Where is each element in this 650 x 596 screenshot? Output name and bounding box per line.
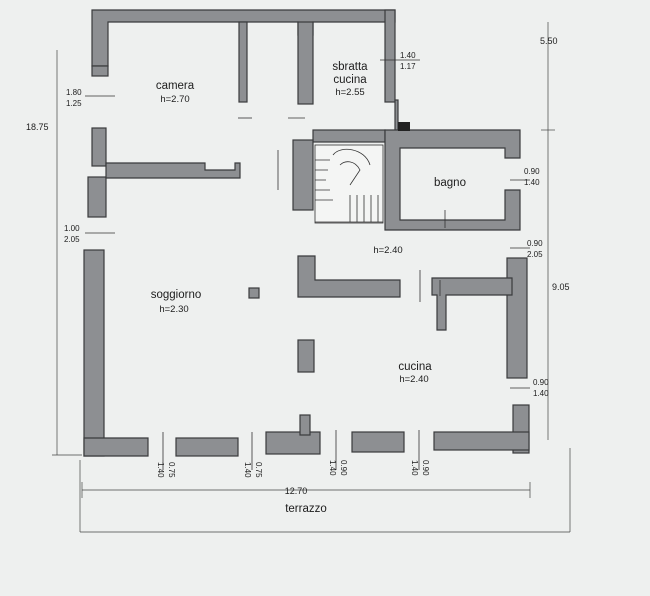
dim-win-camera-b: 1.25 — [66, 99, 82, 108]
dim-win-sogg-a: 1.00 — [64, 224, 80, 233]
room-camera-height: h=2.70 — [160, 94, 189, 105]
wall-bagno — [384, 129, 521, 231]
room-soggiorno-height: h=2.30 — [159, 304, 188, 315]
room-sbratta-name-2: cucina — [333, 74, 367, 86]
wall-mid-lower — [292, 139, 314, 211]
dim-right-lower: 9.05 — [552, 282, 570, 292]
terrazzo-label: terrazzo — [285, 503, 327, 515]
wall-camera-right — [238, 21, 248, 103]
wall-left-bottom — [83, 249, 105, 457]
dim-win-cucina-a: 0.90 — [533, 378, 549, 387]
wall-sbratta-right — [384, 9, 396, 103]
room-bagno-name: bagno — [434, 177, 466, 189]
dim-win-b4-a: 0.90 — [421, 460, 430, 476]
dim-win-bagno-b: 1.40 — [524, 178, 540, 187]
dim-win-top-a: 1.40 — [400, 51, 416, 60]
dim-win-bagno-a: 0.90 — [524, 167, 540, 176]
wall-bottom — [83, 437, 149, 457]
dim-total-height: 18.75 — [26, 122, 49, 132]
dim-win-cucina-b: 1.40 — [533, 389, 549, 398]
openings — [85, 59, 530, 470]
dim-win-b2-a: 0.75 — [254, 462, 263, 478]
room-sbratta-height: h=2.55 — [335, 87, 364, 98]
wall-sbratta-bottom — [312, 129, 386, 143]
dim-win-b4-b: 1.40 — [410, 460, 419, 476]
dim-win-top-b: 1.17 — [400, 62, 416, 71]
dim-win-sogg-b: 2.05 — [64, 235, 80, 244]
wall-corridor — [297, 255, 401, 298]
wall-mid-divider — [297, 21, 314, 105]
wall-bottom-2 — [175, 437, 239, 457]
pillar-column — [297, 339, 315, 373]
wall-bottom-6 — [433, 431, 530, 451]
dim-win-corr-a: 0.90 — [527, 239, 543, 248]
wall-right-upper — [394, 99, 399, 133]
pillar-small — [248, 287, 260, 299]
dim-win-b1-a: 0.75 — [167, 462, 176, 478]
room-soggiorno-name: soggiorno — [151, 289, 202, 301]
wall-camera-bottom — [105, 162, 241, 179]
dim-right-upper: 5.50 — [540, 36, 558, 46]
dimension-lines — [52, 22, 571, 533]
dim-win-corr-b: 2.05 — [527, 250, 543, 259]
wall-left-mid — [91, 127, 107, 167]
room-cucina-height: h=2.40 — [399, 374, 428, 385]
dim-win-b1-b: 1.40 — [156, 462, 165, 478]
dim-win-b3-b: 1.40 — [328, 460, 337, 476]
room-sbratta-name-1: sbratta — [332, 61, 368, 73]
wall-bottom-3 — [265, 431, 321, 455]
wall-bottom-5 — [351, 431, 405, 453]
dim-bottom-total: 12.70 — [285, 486, 308, 496]
dim-win-b2-b: 1.40 — [243, 462, 252, 478]
dim-win-camera-a: 1.80 — [66, 88, 82, 97]
dim-win-b3-a: 0.90 — [339, 460, 348, 476]
staircase — [314, 144, 384, 224]
wall-left-lower — [87, 176, 107, 218]
walls — [83, 9, 530, 457]
room-camera-name: camera — [156, 80, 195, 92]
meter-icon — [398, 122, 410, 131]
room-cucina-name: cucina — [398, 361, 432, 373]
wall-right-mid — [506, 257, 528, 379]
wall-bottom-4 — [299, 414, 311, 436]
wall-cucina-top — [431, 277, 513, 331]
corridor-height: h=2.40 — [373, 245, 402, 256]
wall-left-upper — [91, 65, 109, 77]
